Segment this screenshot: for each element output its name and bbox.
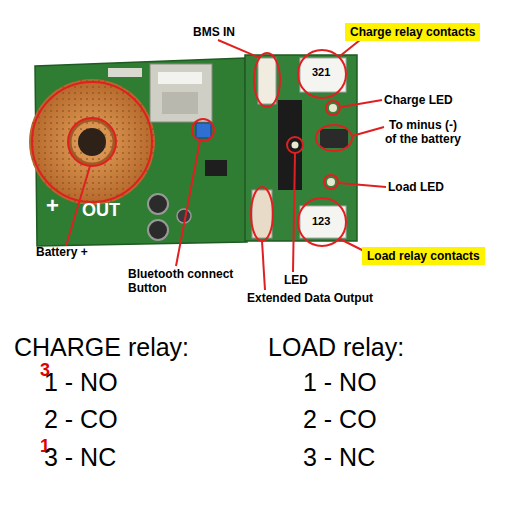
callout-ring [326,101,340,115]
pin-assignment: 1 - NO [44,368,118,397]
callout-ring [298,50,346,98]
part-label: BMS IN [193,26,235,40]
bms-connector [258,58,276,104]
pin-assignment: 2 - CO [44,405,118,434]
pin-assignment: 2 - CO [303,405,377,434]
copper-pad [29,79,155,205]
callout-ring [316,125,352,151]
part-label: Extended Data Output [247,292,373,306]
relay-pcb [245,55,357,241]
callout-ring [68,118,116,166]
module-shield [162,92,198,114]
smd-parts [108,68,142,77]
part-label: Load LED [388,181,444,195]
module-sticker [158,72,202,84]
pad-vias [29,79,155,205]
leader-line [352,127,384,136]
bluetooth-module [150,64,212,122]
status-led [292,142,299,149]
callout-ring [192,119,214,141]
charge-led [329,104,337,112]
smd-chip [205,160,227,176]
callout-ring [32,82,152,202]
bluetooth-button [196,123,211,138]
data-connector [252,190,272,238]
part-label: Battery + [36,246,88,260]
leader-line [218,40,260,58]
board-marking: OUT [82,200,120,221]
pin-assignment: 3 - NC [44,443,116,472]
callout-ring [254,53,280,107]
table-heading: LOAD relay: [268,333,404,362]
box-text: Charge relay contacts [350,25,475,39]
pad-ring [70,120,114,164]
callout-ring [287,137,303,153]
callout-ring [324,175,338,189]
table-heading: CHARGE relay: [14,333,189,362]
load-relay [300,206,346,238]
load-led [327,178,335,186]
leader-line [262,241,265,290]
leader-line [340,40,360,56]
leader-line [176,141,200,266]
driver-ic [278,100,302,190]
minus-terminal [320,129,348,148]
leader-line [293,153,295,272]
capacitor [148,220,168,240]
pin-assignment: 1 - NO [303,368,377,397]
part-label: LED [284,274,308,288]
callout-ring [298,198,346,246]
bolt-hole [78,128,106,156]
part-label: To minus (-) of the battery [383,119,463,147]
box-text: Load relay contacts [367,249,480,263]
leader-line [339,183,386,187]
leader-line [341,100,382,107]
callout-ring [251,187,273,241]
part-label: Bluetooth connect Button [128,268,243,296]
part-label: Charge LED [384,94,453,108]
highlight-box: Load relay contacts [362,247,485,265]
leader-line [340,239,364,251]
highlight-box: Charge relay contacts [345,23,480,41]
pin-numbers: 321 [312,66,330,79]
charge-relay [300,58,346,92]
pin-assignment: 3 - NC [303,443,375,472]
pin-numbers: 123 [312,215,330,228]
capacitor [148,194,168,214]
board-marking: + [46,193,59,218]
